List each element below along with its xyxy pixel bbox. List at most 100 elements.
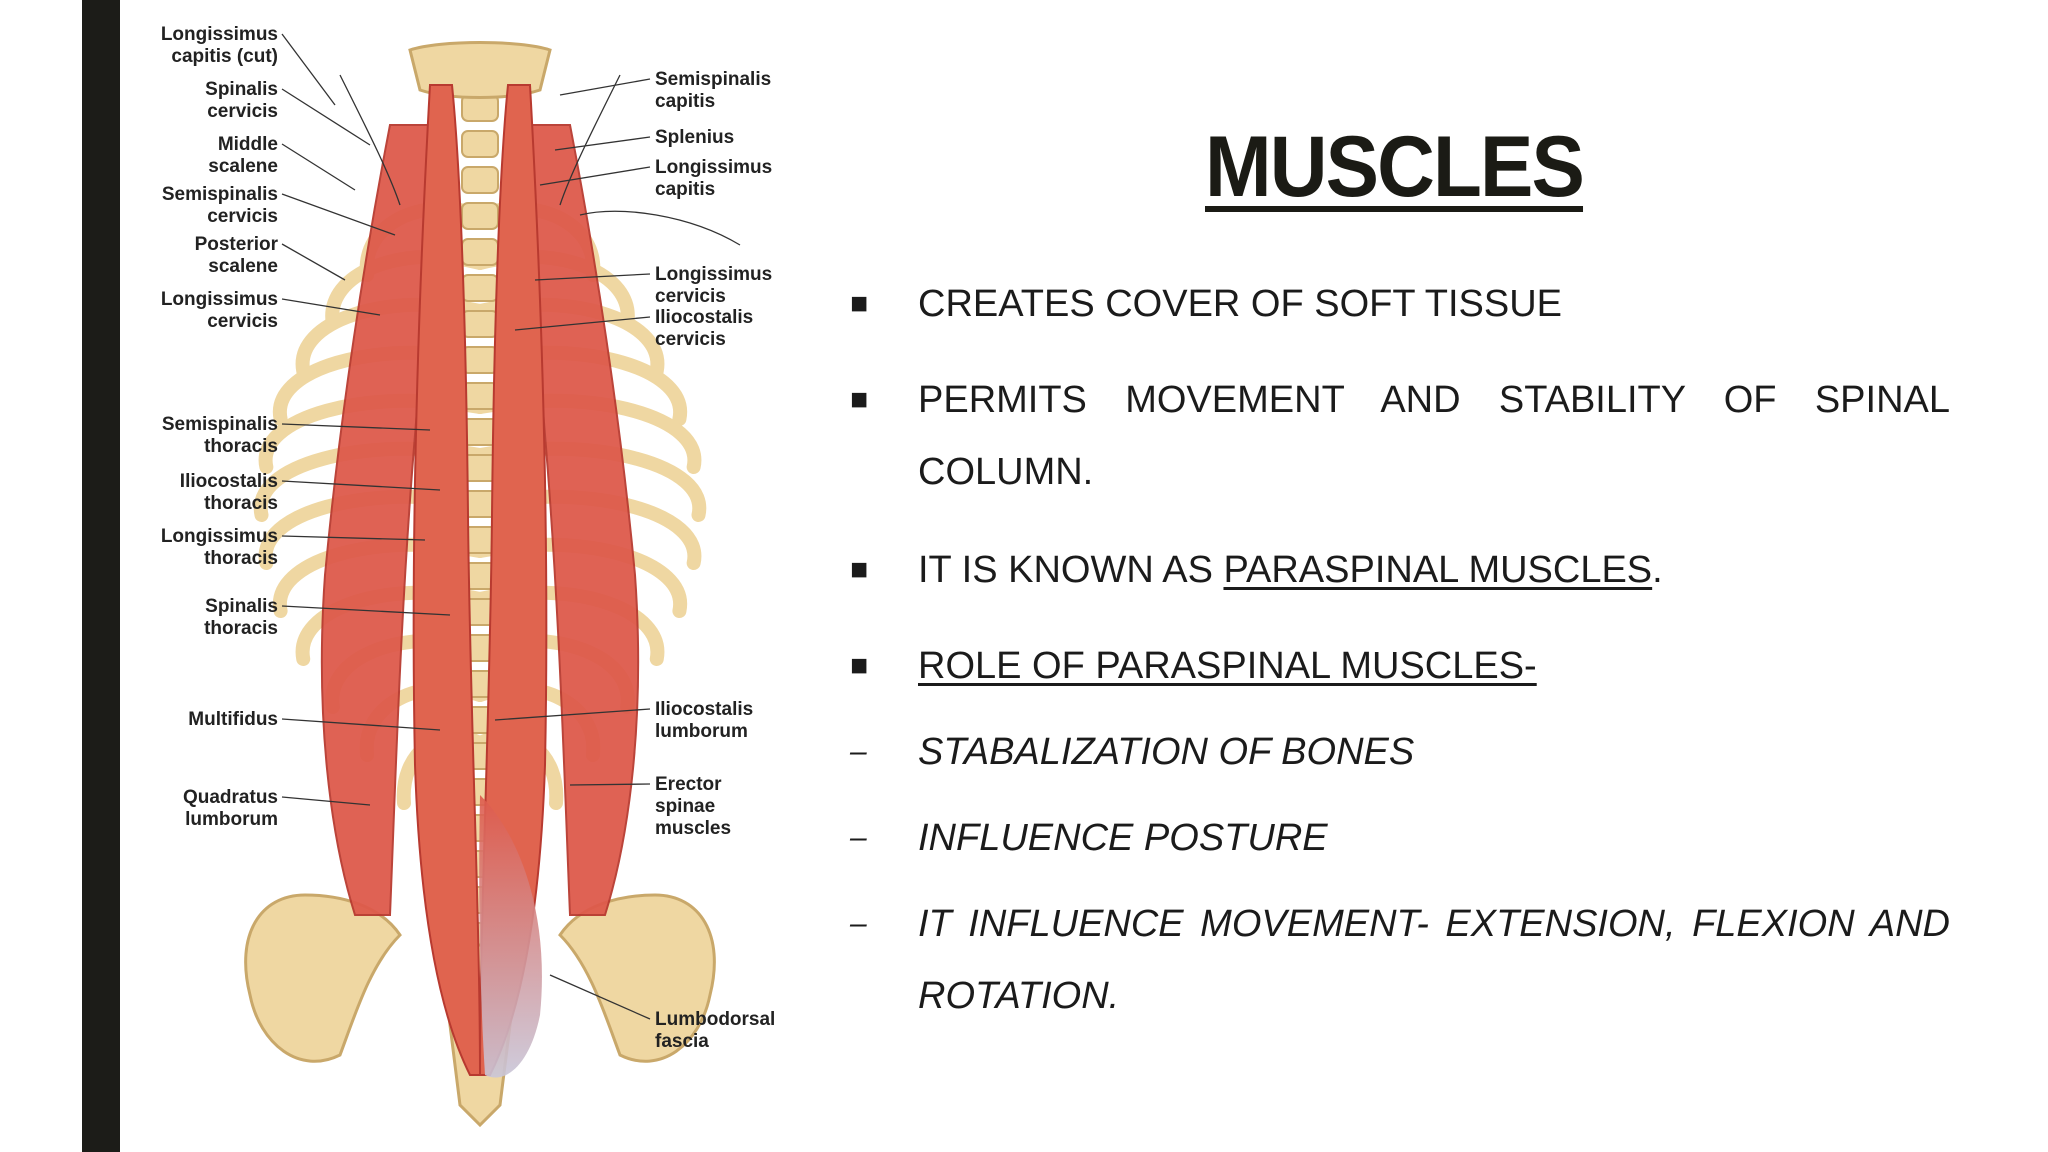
leader-line [281, 88, 371, 146]
vertebra [461, 202, 499, 230]
figure-label-line: Iliocostalis [655, 699, 753, 720]
lumbodorsal-fascia [479, 795, 542, 1078]
bullet-text: IT IS KNOWN AS PARASPINAL MUSCLES. [918, 534, 1950, 606]
figure-label-line: spinae [655, 796, 715, 817]
left-ilium [244, 893, 402, 1063]
leader-line [554, 136, 651, 151]
vertebra [461, 238, 499, 266]
figure-label-line: cervicis [207, 101, 278, 122]
dash-marker: – [850, 735, 867, 768]
sub-item-text: STABALIZATION OF BONES [918, 731, 1415, 773]
figure-label-line: capitis [655, 91, 715, 112]
figure-label-line: scalene [208, 156, 278, 177]
figure-label-line: Quadratus [183, 787, 278, 808]
figure-label-line: lumborum [185, 809, 278, 830]
figure-label-line: lumborum [655, 721, 748, 742]
figure-label-line: cervicis [207, 206, 278, 227]
figure-label-line: Semispinalis [655, 69, 771, 90]
figure-label-line: scalene [208, 256, 278, 277]
figure-label: Splenius [655, 127, 734, 148]
dash-marker: – [850, 907, 867, 940]
leader-lines [281, 33, 651, 1020]
figure-label-line: Spinalis [205, 79, 278, 100]
sub-item-text: INFLUENCE POSTURE [918, 817, 1328, 859]
bullet-marker: ■ [850, 553, 869, 586]
right-ilium [558, 893, 716, 1063]
neck-outline [339, 74, 741, 246]
figure-label-line: Multifidus [188, 709, 278, 730]
leader-line [281, 423, 431, 431]
left-accent-bar [82, 0, 120, 1152]
bullet-text: ROLE OF PARASPINAL MUSCLES- [918, 645, 1537, 687]
leader-line [281, 535, 426, 541]
figure-label-line: Semispinalis [162, 414, 278, 435]
sub-item-text: IT INFLUENCE MOVEMENT- EXTENSION, FLEXIO… [918, 903, 1950, 1017]
leader-line [281, 143, 356, 191]
figure-label-line: Iliocostalis [655, 307, 753, 328]
leader-line [534, 273, 651, 281]
bullet-marker: ■ [850, 649, 869, 682]
figure-label-line: thoracis [204, 493, 278, 514]
leader-line [281, 193, 396, 236]
figure-label-line: Longissimus [161, 289, 278, 310]
slide-title: MUSCLES [1205, 119, 1585, 215]
figure-label-line: capitis [655, 179, 715, 200]
figure-label-line: thoracis [204, 548, 278, 569]
bullet-marker: ■ [850, 383, 869, 416]
figure-label-line: Lumbodorsal [655, 1009, 775, 1030]
vertebra [461, 166, 499, 194]
bullet-marker: ■ [850, 287, 869, 320]
paraspinal-emphasis: PARASPINAL MUSCLES [1223, 549, 1653, 591]
figure-label-line: thoracis [204, 436, 278, 457]
leader-line [549, 974, 651, 1020]
vertebra [461, 346, 499, 374]
vertebra [461, 310, 499, 338]
dash-marker: – [850, 821, 867, 854]
figure-label-line: cervicis [655, 329, 726, 350]
leader-line [281, 605, 451, 616]
figure-label-line: Middle [218, 134, 278, 155]
figure-label-line: Longissimus [161, 24, 278, 45]
figure-label-line: Longissimus [655, 157, 772, 178]
figure-label-line: Longissimus [161, 526, 278, 547]
figure-label-line: capitis (cut) [171, 46, 278, 67]
leader-line [281, 718, 441, 731]
figure-label-line: cervicis [655, 286, 726, 307]
bullet-text: CREATES COVER OF SOFT TISSUE [918, 283, 1562, 325]
leader-line [514, 316, 651, 331]
leader-line [281, 796, 371, 806]
leader-line [281, 33, 336, 106]
figure-label-line: thoracis [204, 618, 278, 639]
bullet-text: PERMITS MOVEMENT AND STABILITY OF SPINAL… [918, 379, 1950, 493]
leader-line [494, 708, 651, 721]
figure-label-line: muscles [655, 818, 731, 839]
leader-line [559, 78, 651, 96]
vertebra [461, 130, 499, 158]
figure-label-line: Longissimus [655, 264, 772, 285]
figure-label: Multifidus [188, 709, 278, 730]
figure-label-line: Spinalis [205, 596, 278, 617]
bullet-suffix: . [1652, 549, 1663, 591]
leader-line [539, 166, 651, 186]
figure-label-line: Posterior [195, 234, 279, 255]
leader-line [281, 480, 441, 491]
leader-line [281, 243, 346, 281]
